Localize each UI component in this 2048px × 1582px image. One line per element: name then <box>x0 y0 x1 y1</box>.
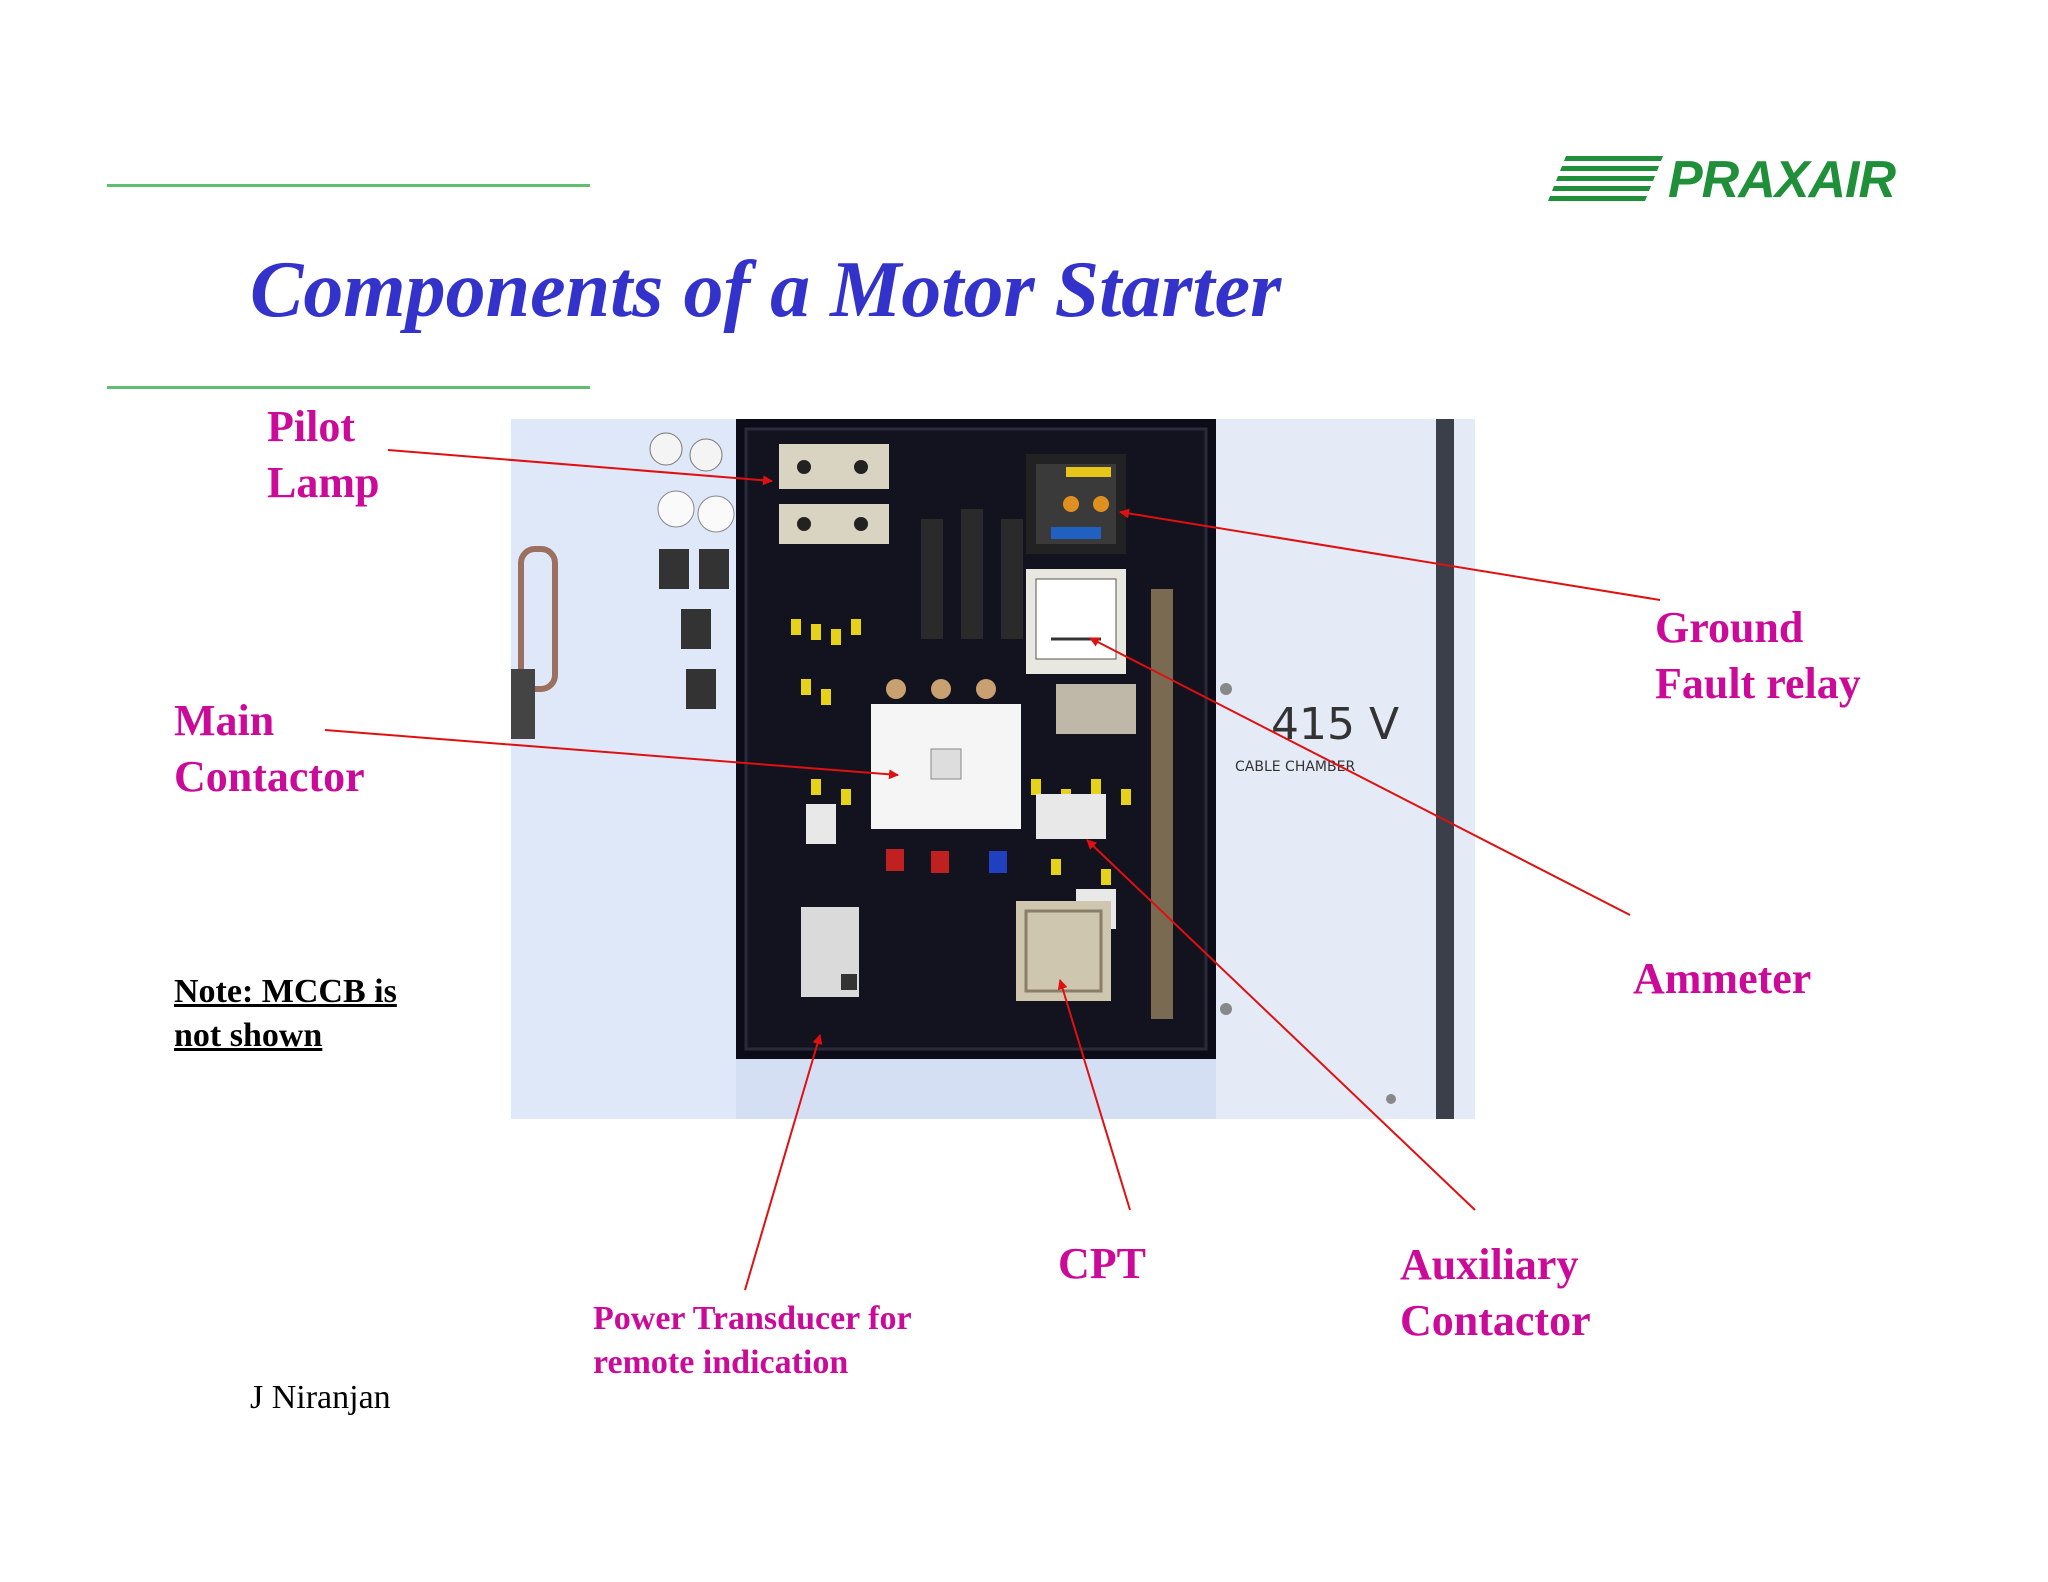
page-title: Components of a Motor Starter <box>250 246 1282 334</box>
author-name: J Niranjan <box>250 1379 391 1416</box>
label-ground-fault-relay: Ground Fault relay <box>1655 603 1861 708</box>
label-auxiliary-contactor: Auxiliary Contactor <box>1400 1240 1591 1345</box>
label-pilot-lamp: Pilot Lamp <box>267 402 380 507</box>
motor-starter-photo: 415 V CABLE CHAMBER <box>511 419 1475 1119</box>
bottom-rule <box>107 386 590 389</box>
praxair-logo: PRAXAIR <box>1548 150 1896 210</box>
mccb-note: Note: MCCB is not shown <box>174 973 397 1054</box>
logo-stripes-icon <box>1548 156 1663 201</box>
label-cpt: CPT <box>1058 1239 1146 1288</box>
label-ammeter: Ammeter <box>1633 954 1812 1003</box>
cable-chamber-text: CABLE CHAMBER <box>1235 759 1355 775</box>
voltage-text: 415 V <box>1271 699 1399 750</box>
label-main-contactor: Main Contactor <box>174 696 365 801</box>
label-power-transducer: Power Transducer for remote indication <box>593 1300 912 1381</box>
top-rule <box>107 184 590 187</box>
logo-text: PRAXAIR <box>1668 151 1896 209</box>
